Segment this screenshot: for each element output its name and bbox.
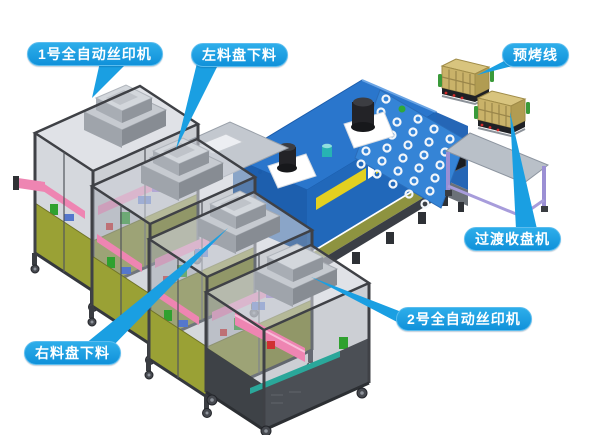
basket-2 bbox=[474, 90, 530, 138]
teal-cylinder bbox=[322, 143, 332, 157]
callout-leaders bbox=[85, 60, 537, 349]
callout-transition-collector-label: 过渡收盘机 bbox=[464, 227, 561, 251]
printer-module-1 bbox=[13, 83, 203, 313]
callout-printer2-label: 2号全自动丝印机 bbox=[396, 307, 532, 331]
callout-right-tray-unload-label: 右料盘下料 bbox=[24, 341, 121, 365]
callout-left-tray-unload-label: 左料盘下料 bbox=[191, 43, 288, 67]
prebake-oven bbox=[231, 79, 468, 284]
callout-printer1-label: 1号全自动丝印机 bbox=[27, 42, 163, 66]
leader-printer1 bbox=[92, 60, 130, 98]
leader-right-tray bbox=[85, 228, 228, 349]
printer-module-4 bbox=[203, 243, 372, 435]
leader-printer2 bbox=[311, 277, 399, 323]
green-indicator-vent bbox=[398, 105, 406, 113]
leader-collector bbox=[510, 112, 537, 229]
oven-knob-small bbox=[267, 143, 317, 189]
oven-knob-large bbox=[343, 97, 395, 149]
callout-prebake-line-label: 预烤线 bbox=[502, 43, 569, 67]
leader-left-tray bbox=[176, 63, 218, 149]
